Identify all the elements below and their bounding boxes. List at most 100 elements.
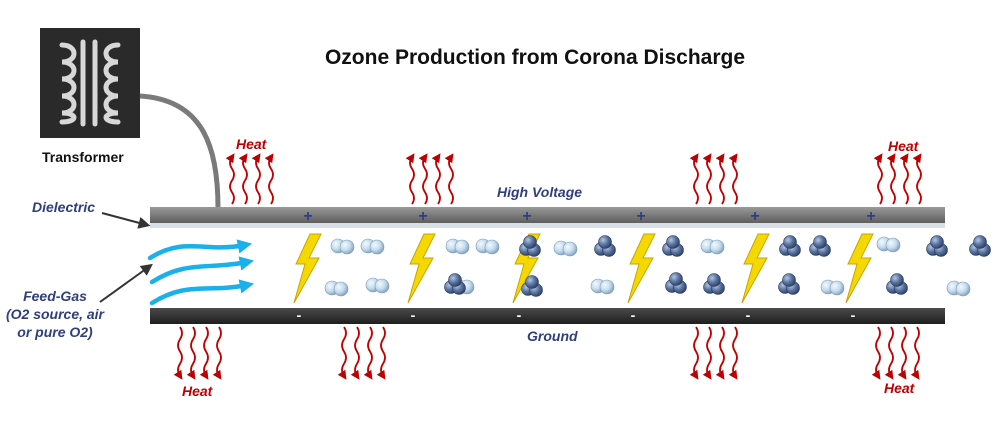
feed-gas-arrow [147,239,253,261]
ozone-molecule [594,235,616,257]
heat-arrow-up [405,153,415,205]
transformer-box [40,28,140,138]
lightning-bolt-icon [845,233,874,304]
oxygen-molecule [365,277,390,294]
feed-gas-pointer [99,263,153,303]
oxygen-molecule [700,238,725,255]
ground-label: Ground [527,328,578,344]
charge-signs: + + + + + + - - - - - - [297,208,876,323]
feed-gas-arrows [147,239,255,306]
oxygen-molecule [475,238,500,255]
negative-charge-sign: - [411,307,416,323]
lightning-bolt-icon [293,233,322,304]
transformer [40,28,140,138]
oxygen-molecule [820,279,845,296]
heat-label-top-left: Heat [236,136,267,152]
heat-arrow-down [702,326,712,380]
lightning-bolts [293,233,874,304]
ozone-molecule [778,273,800,295]
ozone-molecule [926,235,948,257]
heat-arrow-up [431,153,441,205]
heat-arrow-up [225,153,235,205]
heat-arrow-up [899,153,909,205]
heat-arrow-down [715,326,725,380]
transformer-cable [139,93,221,209]
lightning-bolt-icon [627,233,656,304]
transformer-coil-icon [59,39,121,127]
oxygen-molecule [590,278,615,295]
heat-arrow-up [689,153,699,205]
high-voltage-label: High Voltage [497,184,583,200]
ozone-molecule [665,272,687,294]
heat-arrow-down [871,326,881,380]
oxygen-molecule [876,236,901,253]
heat-label-bottom-left: Heat [182,383,213,399]
heat-arrow-up [873,153,883,205]
oxygen-molecule [324,280,349,297]
heat-arrow-down [337,326,347,380]
ozone-molecule [519,235,541,257]
ozone-molecule [969,235,991,257]
dielectric-layer [150,223,945,228]
feed-gas-line-1: Feed-Gas [23,288,87,304]
feed-gas-arrow [149,256,255,285]
negative-charge-sign: - [851,307,856,323]
heat-arrow-down [884,326,894,380]
heat-arrow-down [363,326,373,380]
oxygen-molecule [360,238,385,255]
ozone-molecule [444,273,466,295]
dielectric-label: Dielectric [32,199,96,215]
ozone-molecule [521,275,543,297]
heat-arrow-down [350,326,360,380]
heat-arrow-down [186,326,196,380]
oxygen-molecule [946,280,971,297]
oxygen-molecule [330,238,355,255]
heat-arrow-up [444,153,454,205]
heat-arrow-up [264,153,274,205]
feed-gas-arrow [149,279,255,306]
feed-gas-line-2: (O2 source, air [5,306,105,322]
page-title: Ozone Production from Corona Discharge [324,46,746,69]
heat-arrow-up [238,153,248,205]
ozone-molecule [779,235,801,257]
heat-arrow-down [728,326,738,380]
lightning-bolt-icon [741,233,770,304]
heat-arrow-up [702,153,712,205]
positive-charge-sign: + [750,208,759,225]
ozone-molecule [886,273,908,295]
negative-charge-sign: - [297,307,302,323]
negative-charge-sign: - [517,307,522,323]
heat-arrow-up [912,153,922,205]
positive-charge-sign: + [522,208,531,225]
heat-arrow-down [376,326,386,380]
dielectric-pointer [101,212,151,229]
heat-arrow-down [910,326,920,380]
molecules [324,235,991,297]
heat-arrow-up [418,153,428,205]
heat-arrow-up [251,153,261,205]
positive-charge-sign: + [636,208,645,225]
transformer-label: Transformer [42,149,124,165]
lightning-bolt-icon [407,233,436,304]
positive-charge-sign: + [303,208,312,225]
oxygen-molecule [445,238,470,255]
heat-arrow-down [199,326,209,380]
heat-arrow-up [728,153,738,205]
ozone-molecule [662,235,684,257]
negative-charge-sign: - [631,307,636,323]
heat-arrow-down [689,326,699,380]
feed-gas-label: Feed-Gas (O2 source, air or pure O2) [0,287,110,341]
ozone-molecule [809,235,831,257]
heat-label-bottom-right: Heat [884,380,915,396]
feed-gas-line-3: or pure O2) [17,324,93,340]
heat-arrow-down [212,326,222,380]
heat-arrow-down [897,326,907,380]
heat-arrow-up [715,153,725,205]
heat-arrow-up [886,153,896,205]
negative-charge-sign: - [746,307,751,323]
positive-charge-sign: + [418,208,427,225]
high-voltage-electrode [150,207,945,223]
positive-charge-sign: + [866,208,875,225]
heat-arrow-down [173,326,183,380]
